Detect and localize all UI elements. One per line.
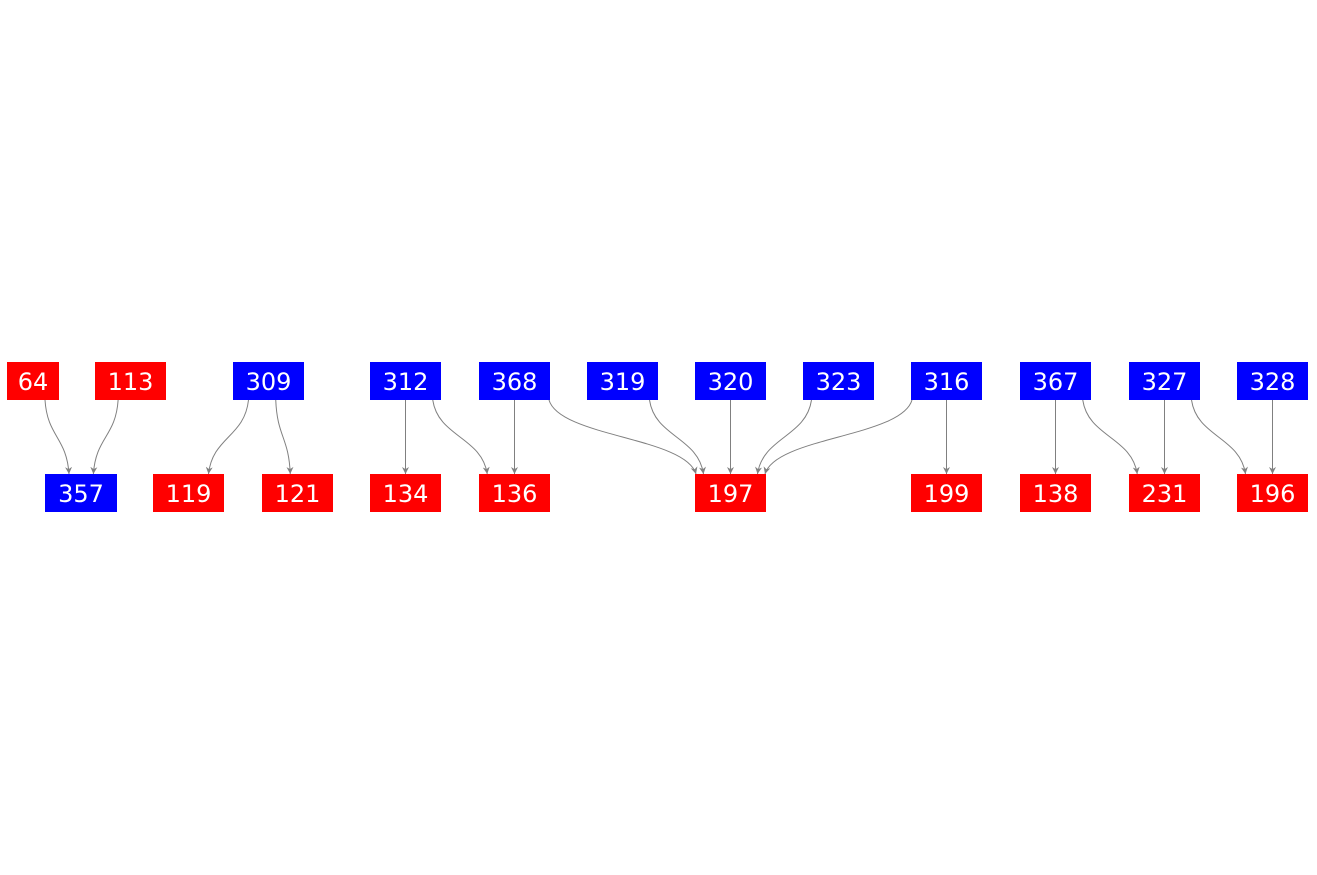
node-231[interactable]: 231	[1129, 474, 1200, 512]
edge-312-136	[432, 399, 490, 475]
node-320[interactable]: 320	[695, 362, 766, 400]
node-box	[370, 474, 441, 512]
node-199[interactable]: 199	[911, 474, 982, 512]
node-label: 368	[492, 368, 538, 396]
node-357[interactable]: 357	[45, 474, 117, 512]
node-box	[95, 362, 166, 400]
edge-323-197	[755, 399, 812, 475]
node-box	[1237, 474, 1308, 512]
node-box	[262, 474, 333, 512]
node-label: 64	[18, 368, 49, 396]
node-box	[1129, 362, 1200, 400]
node-367[interactable]: 367	[1020, 362, 1091, 400]
node-323[interactable]: 323	[803, 362, 874, 400]
node-label: 323	[816, 368, 862, 396]
node-label: 121	[275, 480, 321, 508]
node-box	[911, 474, 982, 512]
node-label: 367	[1033, 368, 1079, 396]
node-box	[1020, 474, 1091, 512]
node-box	[479, 474, 550, 512]
node-309[interactable]: 309	[233, 362, 304, 400]
node-label: 199	[924, 480, 970, 508]
node-label: 138	[1033, 480, 1079, 508]
edge-309-119	[205, 399, 249, 475]
node-label: 197	[708, 480, 754, 508]
edge-64-357	[44, 399, 73, 475]
edge-309-121	[275, 399, 294, 475]
node-64[interactable]: 64	[7, 362, 59, 400]
edge-367-231	[1082, 399, 1140, 475]
node-box	[1129, 474, 1200, 512]
node-label: 328	[1250, 368, 1296, 396]
node-label: 357	[58, 480, 104, 508]
edge-368-197	[548, 399, 698, 475]
node-316[interactable]: 316	[911, 362, 982, 400]
node-328[interactable]: 328	[1237, 362, 1308, 400]
node-119[interactable]: 119	[153, 474, 224, 512]
edge-316-197	[763, 399, 913, 475]
node-138[interactable]: 138	[1020, 474, 1091, 512]
node-label: 316	[924, 368, 970, 396]
node-box	[803, 362, 874, 400]
node-box	[695, 474, 766, 512]
node-label: 136	[492, 480, 538, 508]
edge-327-196	[1191, 399, 1248, 475]
node-box	[479, 362, 550, 400]
node-label: 119	[166, 480, 212, 508]
node-label: 231	[1142, 480, 1188, 508]
node-label: 319	[600, 368, 646, 396]
node-label: 196	[1250, 480, 1296, 508]
node-134[interactable]: 134	[370, 474, 441, 512]
node-327[interactable]: 327	[1129, 362, 1200, 400]
node-box	[1237, 362, 1308, 400]
node-label: 312	[383, 368, 429, 396]
node-label: 327	[1142, 368, 1188, 396]
edge-layer	[44, 399, 1276, 475]
node-label: 113	[108, 368, 154, 396]
node-layer: 64 113 309 312 368 319 320 323 316 367 327 328 357 11…	[7, 362, 1308, 512]
node-box	[587, 362, 658, 400]
node-label: 309	[246, 368, 292, 396]
node-136[interactable]: 136	[479, 474, 550, 512]
node-box	[153, 474, 224, 512]
node-box	[7, 362, 59, 400]
node-197[interactable]: 197	[695, 474, 766, 512]
node-label: 320	[708, 368, 754, 396]
node-box	[370, 362, 441, 400]
node-319[interactable]: 319	[587, 362, 658, 400]
node-box	[45, 474, 117, 512]
node-121[interactable]: 121	[262, 474, 333, 512]
node-box	[911, 362, 982, 400]
node-312[interactable]: 312	[370, 362, 441, 400]
node-box	[233, 362, 304, 400]
node-box	[1020, 362, 1091, 400]
node-label: 134	[383, 480, 429, 508]
edge-319-197	[649, 399, 706, 475]
node-368[interactable]: 368	[479, 362, 550, 400]
node-196[interactable]: 196	[1237, 474, 1308, 512]
node-113[interactable]: 113	[95, 362, 166, 400]
edge-113-357	[90, 399, 119, 475]
node-box	[695, 362, 766, 400]
